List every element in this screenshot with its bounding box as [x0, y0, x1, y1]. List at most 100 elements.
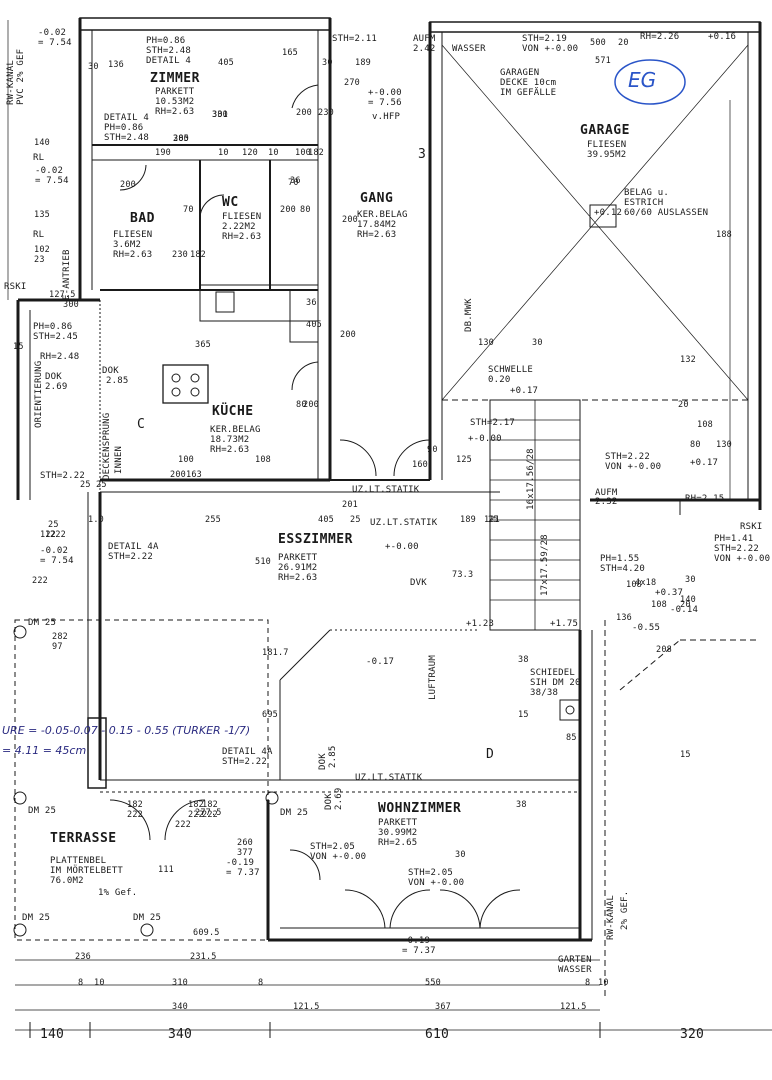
dimension-label: 135	[34, 210, 50, 220]
dim-top-5: 30	[322, 58, 333, 68]
note-stair-sth: STH=2.17	[470, 418, 515, 428]
dimension-label: 15	[680, 750, 691, 760]
room-esszimmer-floor: PARKETT	[278, 553, 318, 563]
note-dm25c: DM 25	[22, 913, 51, 923]
stair-treads	[490, 400, 580, 630]
dimension-label: 222	[127, 810, 143, 820]
dim-bottom2-3: 121.5	[560, 1002, 587, 1012]
dimension-label: 189	[460, 515, 476, 525]
chimney	[559, 699, 581, 721]
room-wc-rh: RH=2.63	[222, 232, 262, 242]
dimension-label: 25	[350, 515, 361, 525]
dim-bottom1-5: 8	[258, 978, 264, 988]
note-von000b: VON +-0.00	[605, 462, 662, 472]
note-rh226: RH=2.26	[640, 32, 680, 42]
note-aufm232: AUFM	[595, 488, 618, 498]
note-sth222e: STH=2.22	[222, 757, 267, 767]
column-dm25	[13, 625, 27, 639]
room-kueche-name: KÜCHE	[212, 404, 254, 419]
dim-top-1: 165	[282, 48, 298, 58]
room-terrasse-floor: PLATTENBEL	[50, 856, 107, 866]
dimension-label: 70	[183, 205, 194, 215]
note-dok269: DOK	[45, 372, 62, 382]
dimension-label: 188	[716, 230, 732, 240]
dimension-label: 70	[288, 178, 299, 188]
dimension-label: 300	[63, 300, 79, 310]
note-sth248: STH=2.48	[104, 133, 149, 143]
dimension-label: 282	[52, 632, 68, 642]
dimension-label: 127.5	[49, 290, 76, 300]
note-plus175: +1.75	[550, 619, 579, 629]
note-deckensprung: DECKENSPRUNG	[102, 412, 112, 480]
dim-bottom1-7: 8	[585, 978, 591, 988]
dimension-label: 85	[566, 733, 577, 743]
note-dm25d: DM 25	[133, 913, 162, 923]
dimension-label: 222	[188, 810, 204, 820]
dimension-label: 255	[205, 515, 221, 525]
note-dm25b: DM 25	[28, 806, 57, 816]
dimension-label: 108	[697, 420, 713, 430]
note-detail4a: DETAIL 4A	[108, 542, 159, 552]
dim-top-7: 500	[590, 38, 606, 48]
dim-bottom1-0: 236	[75, 952, 91, 962]
note-uz2: UZ.LT.STATIK	[370, 518, 438, 528]
dimension-label: 377	[237, 848, 253, 858]
dim-top-0: 405	[218, 58, 234, 68]
note-v002c: -0.02	[40, 546, 69, 556]
note-uz3: UZ.LT.STATIK	[355, 773, 423, 783]
room-gang-rh: RH=2.63	[357, 230, 397, 240]
dimension-label: 200	[303, 400, 319, 410]
note-ph086: PH=0.86	[104, 123, 144, 133]
note-sth205b: STH=2.05	[408, 868, 453, 878]
room-wohnzimmer-name: WOHNZIMMER	[378, 801, 462, 816]
note-sth219: STH=2.19	[522, 34, 567, 44]
note-ph141: PH=1.41	[714, 534, 754, 544]
room-terrasse-floor2: IM MÖRTELBETT	[50, 866, 124, 876]
wall-north-zimmer	[79, 17, 331, 31]
note-innen: INNEN	[114, 445, 124, 474]
note-plus017a: +0.17	[510, 386, 539, 396]
dimension-label: 200	[170, 470, 186, 480]
stove	[162, 364, 209, 404]
note-detail4b: DETAIL 4	[104, 113, 149, 123]
dimension-label: 331	[212, 110, 228, 120]
note-dvk: DVK	[410, 578, 427, 588]
note-sth211: STH=2.11	[332, 34, 377, 44]
note-aufm242: AUFM	[413, 34, 436, 44]
note-luftraum: LUFTRAUM	[428, 655, 438, 700]
note-uz1: UZ.LT.STATIK	[352, 485, 420, 495]
note-v754b: = 7.54	[35, 176, 69, 186]
note-von000c: VON +-0.00	[714, 554, 771, 564]
dim-top-2: 30	[88, 62, 99, 72]
dim-top-6: 571	[595, 56, 611, 66]
dimension-label: 36	[290, 176, 301, 186]
room-gang-name: GANG	[360, 191, 394, 206]
note-belag2: ESTRICH	[624, 198, 664, 208]
dimension-label: 285	[173, 134, 189, 144]
dimension-label: 15	[518, 710, 529, 720]
dimension-label: 182	[190, 250, 206, 260]
dim-bottom3-0: 140	[40, 1027, 65, 1042]
note-plus756: +-0.00	[368, 88, 402, 98]
note-v3838: 38/38	[530, 688, 559, 698]
dimension-label: 222	[175, 820, 191, 830]
note-sth205a: STH=2.05	[310, 842, 355, 852]
dim-top-3: 270	[344, 78, 360, 88]
dimension-label: 277.5	[195, 808, 222, 818]
note-v737a: = 7.37	[226, 868, 260, 878]
dimension-label: 136	[616, 613, 632, 623]
dimension-label: 222	[202, 810, 218, 820]
dim-bottom1-8: 10	[598, 978, 609, 988]
room-kueche-floor: KER.BELAG	[210, 425, 261, 435]
note-stair-v: +-0.00	[468, 434, 502, 444]
dimension-label: 38	[516, 800, 527, 810]
note-wasser: WASSER	[452, 44, 486, 54]
section-marker-c: C	[137, 417, 146, 432]
note-v737b: = 7.37	[402, 946, 436, 956]
note-v017: -0.17	[366, 657, 395, 667]
room-garage-area: 39.95M2	[587, 150, 627, 160]
dimension-label: 122	[40, 530, 56, 540]
dimension-label: 136	[108, 60, 124, 70]
note-sth222c: STH=2.22	[40, 471, 85, 481]
